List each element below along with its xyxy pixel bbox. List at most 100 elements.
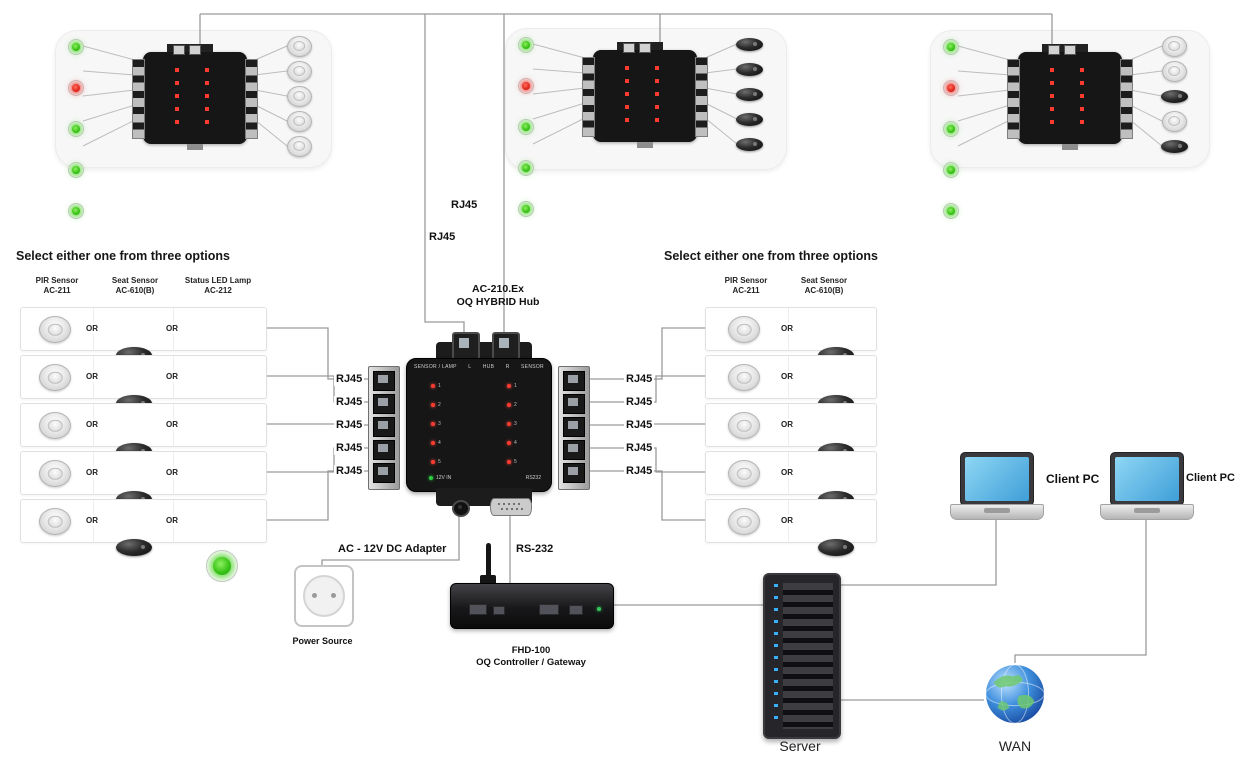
sensor — [286, 135, 312, 157]
sensor-cell — [1159, 60, 1189, 82]
status-led — [68, 203, 84, 219]
pir-sensor — [728, 460, 760, 487]
status-led-lamp — [206, 550, 238, 582]
sensor-cell — [734, 33, 764, 55]
option-row: OR OR — [20, 355, 267, 438]
status-led — [943, 80, 959, 96]
hub-led: 1 — [431, 383, 441, 389]
red-led — [507, 441, 511, 445]
or-label: OR — [84, 467, 100, 478]
hub-port-legend: SENSOR / LAMP L HUB R SENSOR — [414, 364, 544, 370]
laptop-screen — [960, 452, 1034, 506]
red-led — [507, 422, 511, 426]
panel3-fan-wires — [957, 45, 1163, 147]
mini-jack-strip — [132, 59, 145, 139]
wire — [265, 470, 368, 521]
wire — [588, 375, 705, 403]
status-led — [518, 119, 534, 135]
room-panel-2 — [505, 28, 785, 217]
panel1-fan-wires — [82, 45, 288, 147]
rj45-label: RJ45 — [427, 231, 458, 244]
rj45-jack — [373, 371, 395, 391]
status-led — [518, 160, 534, 176]
sensor — [735, 62, 763, 76]
rj45-jack — [373, 440, 395, 460]
red-led — [507, 460, 511, 464]
or-label: OR — [164, 323, 180, 334]
seat-sensor — [818, 539, 854, 556]
hub-device: SENSOR / LAMP L HUB R SENSOR 1 2 3 4 5 1… — [406, 358, 552, 492]
rj45-label: RJ45 — [334, 396, 365, 409]
green-led — [429, 476, 433, 480]
status-led — [68, 39, 84, 55]
or-label: OR — [779, 467, 795, 478]
controller-led — [597, 607, 601, 611]
rj45-jack — [563, 463, 585, 483]
option-row: OR — [705, 451, 877, 508]
server-tower — [763, 573, 841, 739]
controller-port — [493, 606, 505, 615]
client-pc-1 — [950, 452, 1044, 522]
mini-hub-connector — [637, 142, 653, 148]
hub-led: 4 — [431, 440, 441, 446]
option-row: OR — [705, 499, 877, 556]
wire — [704, 117, 738, 145]
rj45-jack — [373, 394, 395, 414]
laptop-display — [1115, 457, 1179, 501]
wire — [1129, 45, 1163, 61]
laptop-trackpad — [1134, 508, 1160, 513]
status-led — [943, 162, 959, 178]
red-led — [507, 403, 511, 407]
right-options-title: Select either one from three options — [664, 249, 878, 263]
wire — [1129, 89, 1163, 97]
mini-hub-port — [623, 43, 635, 53]
mini-led-column — [175, 68, 179, 131]
or-label: OR — [84, 419, 100, 430]
sensor-cell — [734, 108, 764, 130]
wire — [532, 87, 586, 95]
or-label: OR — [84, 371, 100, 382]
rj45-jack — [563, 394, 585, 414]
status-led — [943, 121, 959, 137]
mini-jack-strip — [1120, 59, 1133, 139]
wire — [254, 89, 288, 97]
wire — [532, 102, 586, 120]
sensor-cell — [734, 58, 764, 80]
laptop-base — [1100, 504, 1194, 520]
sensor-cell — [284, 135, 314, 157]
sensor — [1161, 35, 1187, 57]
wire — [424, 14, 465, 332]
wire — [588, 470, 705, 521]
mini-led-column — [1050, 68, 1054, 131]
status-led — [68, 162, 84, 178]
red-led — [431, 422, 435, 426]
rs232-label: RS-232 — [516, 543, 554, 555]
hub-led: 5 — [431, 459, 441, 465]
wire — [588, 447, 705, 473]
sensor — [286, 110, 312, 132]
mini-jack-strip — [695, 57, 708, 137]
wire — [704, 43, 738, 59]
wire — [588, 327, 705, 380]
controller-port — [569, 605, 583, 615]
panel2-fan-wires — [532, 43, 738, 145]
red-led — [431, 403, 435, 407]
power-led: 12V IN — [429, 475, 451, 481]
left-options-title: Select either one from three options — [16, 249, 230, 263]
mini-jack-strip — [245, 59, 258, 139]
or-label: OR — [164, 467, 180, 478]
rj45-label: RJ45 — [624, 419, 655, 432]
wire — [254, 119, 288, 147]
wire — [265, 327, 368, 380]
pir-sensor — [39, 412, 71, 439]
room-panel-1 — [55, 30, 335, 219]
pir-sensor — [39, 316, 71, 343]
client-pc-2 — [1100, 452, 1194, 522]
wire — [957, 70, 1011, 76]
rj45-label: RJ45 — [624, 396, 655, 409]
sensor-cell — [734, 83, 764, 105]
room-panel-3 — [930, 30, 1210, 219]
rj45-label: RJ45 — [334, 442, 365, 455]
